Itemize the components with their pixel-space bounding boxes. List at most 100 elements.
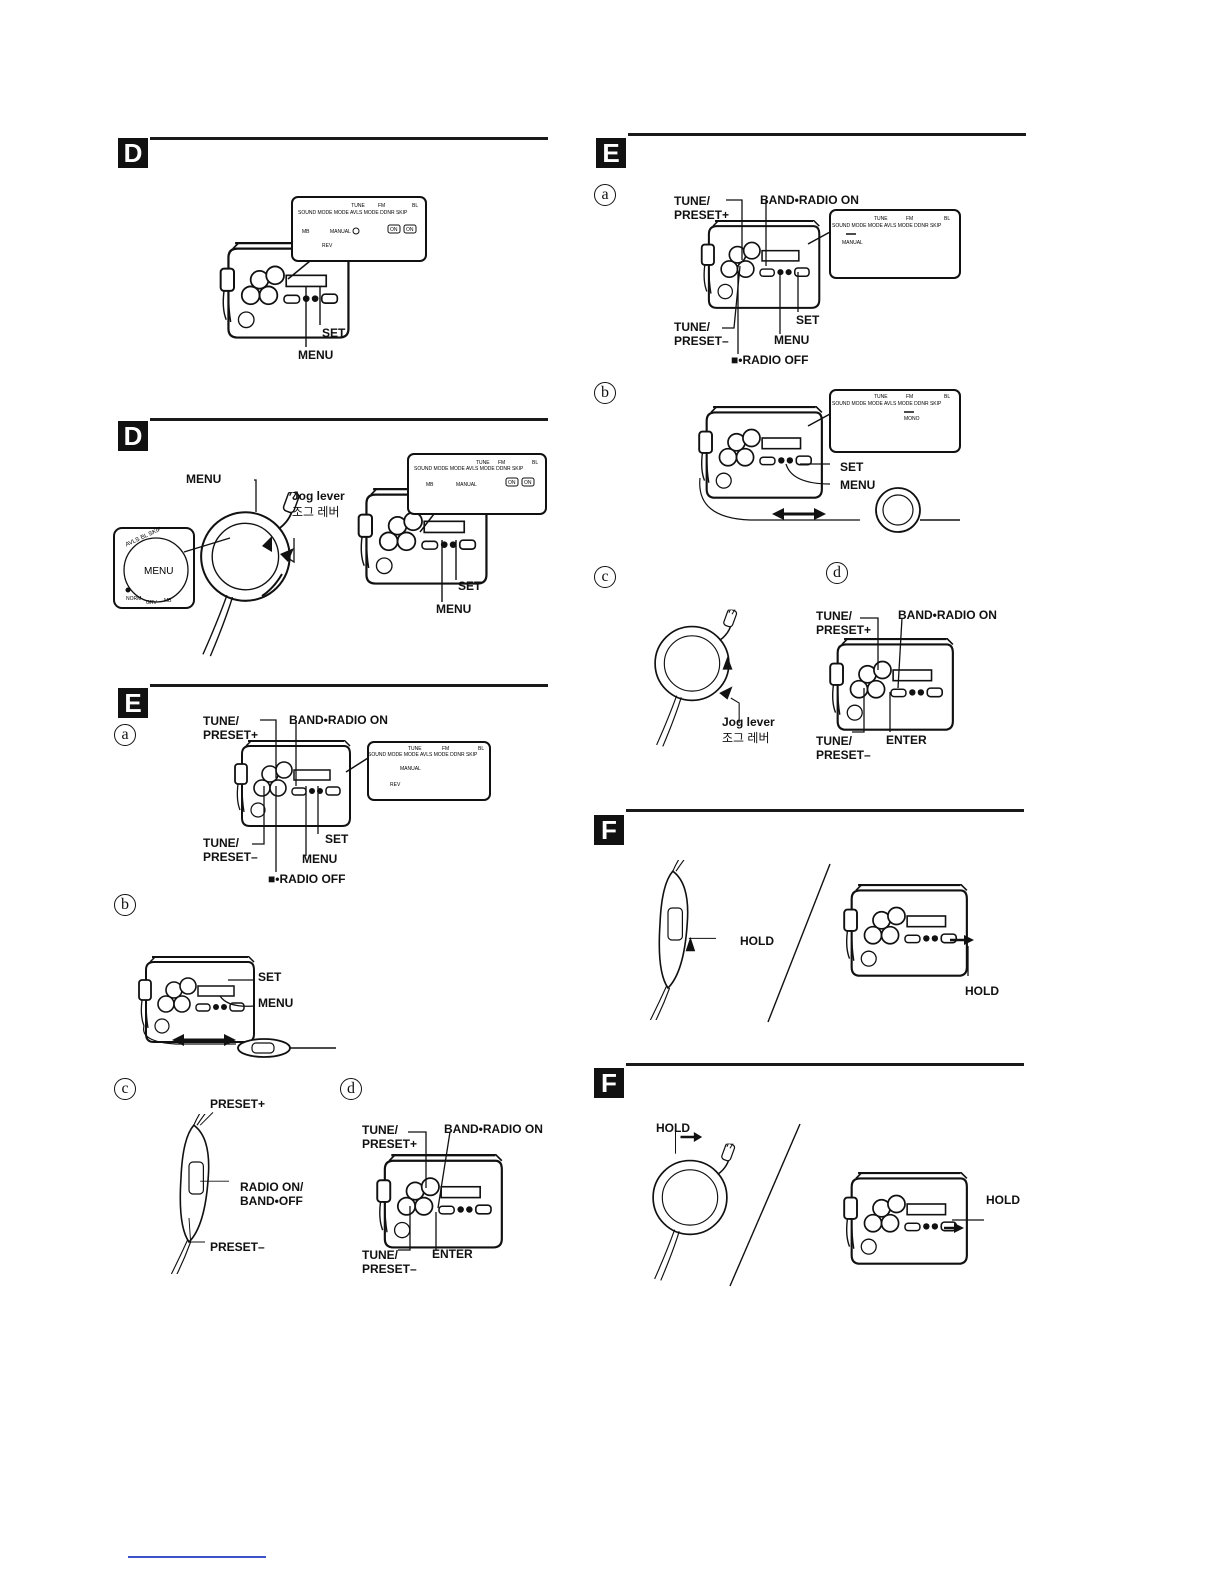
- section-rule: [626, 1063, 1024, 1066]
- lcd-manual: MANUAL: [400, 766, 421, 772]
- lcd-manual: MANUAL: [842, 240, 863, 246]
- label-menu-bottom: MENU: [436, 602, 472, 616]
- lcd-display: TUNE FM BL SOUND MODE MODE AVLS MODE DDN…: [345, 741, 491, 801]
- label-set: SET: [322, 326, 346, 340]
- label-band-radio-on: BAND•RADIO ON: [289, 713, 388, 727]
- lcd-bl: BL: [478, 746, 484, 752]
- lcd-tune: TUNE: [351, 203, 365, 209]
- section-rule: [628, 133, 1026, 136]
- label-radio-off: ■•RADIO OFF: [731, 353, 809, 367]
- player-with-stick-remote: [137, 956, 336, 1058]
- leader-lines: [722, 265, 799, 354]
- lcd-on-2: ON: [406, 227, 414, 233]
- player-unit: [840, 1168, 984, 1272]
- label-preset-minus: PRESET–: [210, 1240, 265, 1254]
- label-menu: MENU: [298, 348, 334, 362]
- step-a-marker: a: [594, 184, 616, 206]
- label-tune-preset-minus: TUNE/ PRESET–: [362, 1248, 417, 1276]
- label-set: SET: [796, 313, 820, 327]
- label-menu-top: MENU: [186, 472, 222, 486]
- player-unit: [690, 199, 840, 312]
- lcd-display: TUNE FM BL SOUND MODE MODE AVLS MODE DDN…: [807, 389, 961, 453]
- section-badge-f: F: [594, 1068, 624, 1098]
- label-menu: MENU: [302, 852, 338, 866]
- label-tune-preset-plus: TUNE/ PRESET+: [674, 194, 730, 222]
- press-arrow-icon: [280, 548, 294, 562]
- label-tune-preset-plus: TUNE/ PRESET+: [203, 714, 259, 742]
- lcd-on-2: ON: [524, 480, 532, 486]
- lcd-display: TUNE FM BL SOUND MODE MODE AVLS MODE DDN…: [807, 209, 961, 279]
- section-badge-e: E: [118, 688, 148, 718]
- section-badge-d: D: [118, 421, 148, 451]
- dial-norm: NORM: [126, 596, 141, 602]
- lcd-mb: MB: [302, 229, 310, 235]
- label-hold: HOLD: [965, 984, 999, 998]
- lcd-fm: FM: [906, 394, 913, 400]
- label-set: SET: [258, 970, 282, 984]
- label-band-radio-on: BAND•RADIO ON: [760, 193, 859, 207]
- label-radio-off: ■•RADIO OFF: [268, 872, 346, 886]
- divider-slash: [767, 863, 831, 1023]
- lcd-rev: REV: [322, 243, 333, 249]
- label-tune-preset-minus: TUNE/ PRESET–: [674, 320, 729, 348]
- leader-lines: [252, 786, 319, 872]
- lcd-fm: FM: [378, 203, 385, 209]
- section-rule: [150, 137, 548, 140]
- player-with-round-remote: [690, 398, 960, 533]
- label-menu: MENU: [258, 996, 294, 1010]
- section-badge-e: E: [596, 138, 626, 168]
- label-set: SET: [840, 460, 864, 474]
- lcd-display: TUNE FM BL SOUND MODE MODE AVLS MODE DDN…: [407, 453, 547, 533]
- lcd-bl: BL: [944, 394, 950, 400]
- label-preset-plus: PRESET+: [210, 1097, 266, 1111]
- lcd-on-1: ON: [390, 227, 398, 233]
- lcd-fm: FM: [442, 746, 449, 752]
- lcd-tune: TUNE: [874, 394, 888, 400]
- lcd-manual: MANUAL: [330, 229, 351, 235]
- label-band-radio-on: BAND•RADIO ON: [444, 1122, 543, 1136]
- lcd-header: SOUND MODE MODE AVLS MODE DDNR SKIP: [298, 210, 408, 216]
- label-jog-lever-ko: 조그 레버: [292, 505, 340, 519]
- rotate-arrow-icon: [261, 573, 283, 597]
- label-jog-lever: Jog lever: [292, 489, 345, 503]
- player-unit: [374, 1131, 514, 1251]
- lcd-fm: FM: [906, 216, 913, 222]
- label-jog-lever-ko: 조그 레버: [722, 731, 770, 745]
- label-band-radio-on: BAND•RADIO ON: [898, 608, 997, 622]
- section-rule: [626, 809, 1024, 812]
- lcd-tune: TUNE: [476, 460, 490, 466]
- label-tune-preset-minus: TUNE/ PRESET–: [816, 734, 871, 762]
- label-set: SET: [325, 832, 349, 846]
- label-hold: HOLD: [986, 1193, 1020, 1207]
- lcd-manual: MANUAL: [456, 482, 477, 488]
- step-d-marker: d: [340, 1078, 362, 1100]
- lcd-mb: MB: [426, 482, 434, 488]
- step-d-marker: d: [826, 562, 848, 584]
- lcd-bl: BL: [944, 216, 950, 222]
- player-unit: [840, 880, 974, 990]
- dial-menu: MENU: [144, 566, 173, 577]
- arrow-up-icon: [262, 536, 272, 552]
- round-remote: [654, 609, 744, 748]
- label-enter: ENTER: [886, 733, 927, 747]
- player-unit: [826, 617, 966, 733]
- lcd-tune: TUNE: [874, 216, 888, 222]
- leader-lines: [441, 540, 457, 602]
- label-jog-lever: Jog lever: [722, 715, 775, 729]
- label-hold: HOLD: [740, 934, 774, 948]
- section-rule: [150, 418, 548, 421]
- smile-icon: [352, 227, 360, 235]
- lcd-display: TUNE FM BL SOUND MODE MODE AVLS MODE DDN…: [287, 196, 427, 280]
- step-c-marker: c: [594, 566, 616, 588]
- label-menu: MENU: [774, 333, 810, 347]
- step-b-marker: b: [114, 894, 136, 916]
- footer-line: [128, 1556, 266, 1558]
- lcd-header: SOUND MODE MODE AVLS MODE DDNR SKIP: [832, 223, 942, 229]
- lcd-header: SOUND MODE MODE AVLS MODE DDNR SKIP: [414, 466, 524, 472]
- label-hold: HOLD: [656, 1121, 690, 1135]
- label-set: SET: [458, 579, 482, 593]
- stick-remote: [649, 860, 716, 1020]
- lcd-fm: FM: [498, 460, 505, 466]
- step-a-marker: a: [114, 724, 136, 746]
- section-badge-d: D: [118, 138, 148, 168]
